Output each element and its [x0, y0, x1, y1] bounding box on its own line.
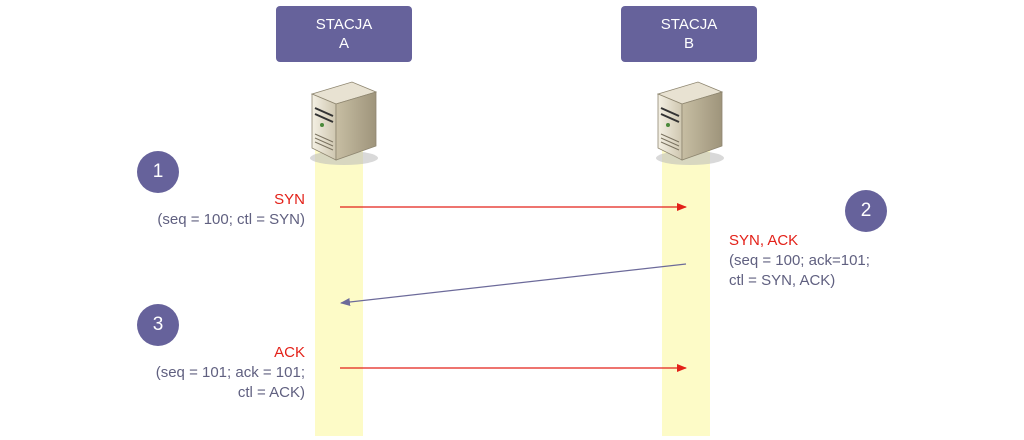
- synack-title: SYN, ACK: [729, 232, 799, 249]
- station-a-lifeline: [315, 150, 363, 436]
- ack-message-label: ACK (seq = 101; ack = 101; ctl = ACK): [156, 343, 305, 403]
- station-b-line2: B: [683, 35, 694, 52]
- synack-detail-line2: ctl = SYN, ACK): [729, 272, 836, 289]
- ack-detail-line1: (seq = 101; ack = 101;: [155, 364, 305, 381]
- station-b-box: STACJA B: [621, 6, 757, 62]
- syn-message-label: SYN (seq = 100; ctl = SYN): [157, 190, 305, 230]
- station-a-line2: A: [338, 35, 349, 52]
- station-b-lifeline: [662, 150, 710, 436]
- server-tower-icon: [656, 81, 724, 165]
- step-1-badge: 1: [137, 151, 179, 193]
- ack-detail-line2: ctl = ACK): [237, 384, 305, 401]
- station-a-box: STACJA A: [276, 6, 412, 62]
- step-3-badge: 3: [137, 304, 179, 346]
- synack-arrow: [340, 263, 687, 306]
- station-a-line1: STACJA: [315, 16, 373, 33]
- step-2-badge: 2: [845, 190, 887, 232]
- station-b-line1: STACJA: [660, 16, 718, 33]
- syn-detail-line1: (seq = 100; ctl = SYN): [157, 211, 305, 228]
- ack-title: ACK: [274, 344, 305, 361]
- server-tower-icon: [310, 81, 378, 165]
- synack-detail-line1: (seq = 100; ack=101;: [729, 252, 870, 269]
- synack-message-label: SYN, ACK (seq = 100; ack=101; ctl = SYN,…: [729, 231, 870, 291]
- syn-title: SYN: [274, 191, 305, 208]
